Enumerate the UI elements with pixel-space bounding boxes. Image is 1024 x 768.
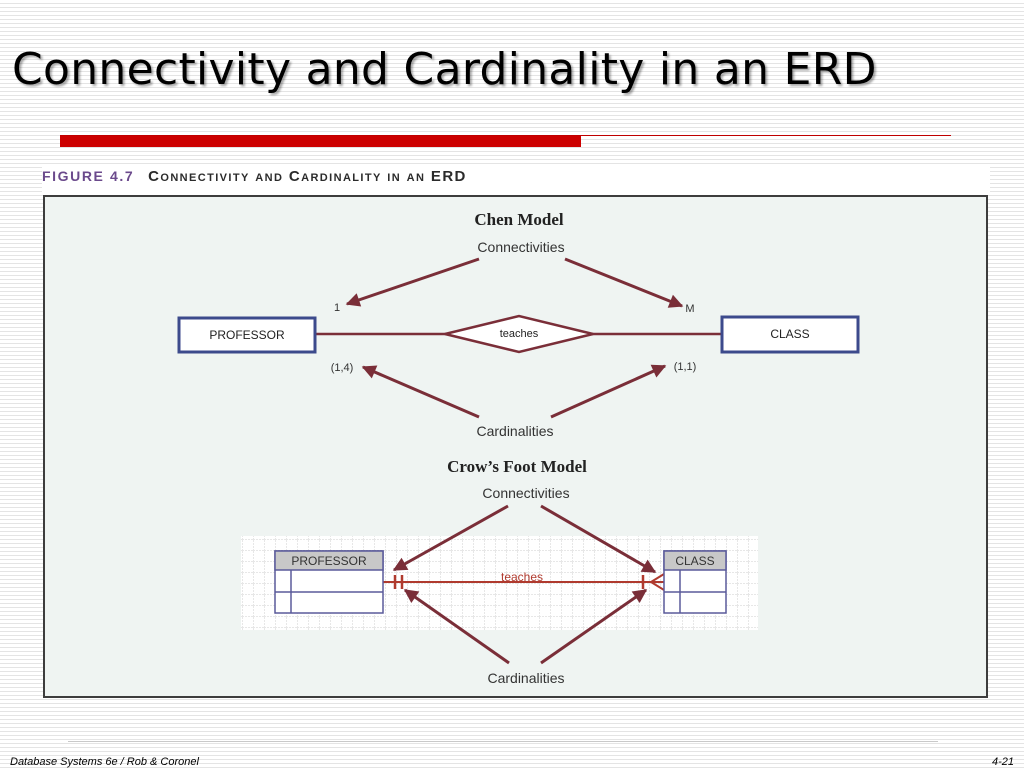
chen-cardinality-arrow-right — [550, 364, 667, 419]
chen-relationship-diamond — [444, 314, 594, 354]
title-rule-line — [60, 135, 951, 136]
chen-connectivity-arrow-right — [564, 257, 684, 308]
crowsfoot-entity-class-label: CLASS — [675, 554, 714, 568]
chen-cardinalities-label: Cardinalities — [476, 423, 553, 439]
chen-relationship-label: teaches — [500, 328, 539, 340]
crowsfoot-connectivity-arrow-right — [540, 504, 657, 574]
footer-source: Database Systems 6e / Rob & Coronel — [10, 756, 199, 768]
crowsfoot-entity-professor-label: PROFESSOR — [291, 554, 367, 568]
figure-caption: FIGURE 4.7 Connectivity and Cardinality … — [42, 166, 990, 193]
slide-number: 4-21 — [991, 756, 1014, 768]
title-rule-bar — [60, 136, 581, 147]
figure-number: FIGURE 4.7 — [42, 168, 135, 184]
chen-entity-professor — [177, 316, 317, 354]
chen-left-connectivity: 1 — [334, 302, 340, 314]
footer-rule — [68, 741, 938, 742]
chen-connectivities-label: Connectivities — [477, 239, 564, 255]
crowsfoot-entity-professor — [274, 550, 384, 614]
chen-right-cardinality: (1,1) — [674, 361, 697, 373]
crowsfoot-cardinality-arrow-right — [540, 588, 648, 665]
chen-cardinality-arrow-left — [361, 365, 480, 419]
crowsfoot-cardinalities-label: Cardinalities — [487, 670, 564, 686]
crowsfoot-connectivities-label: Connectivities — [482, 485, 569, 501]
chen-right-connectivity: M — [685, 303, 694, 315]
chen-left-cardinality: (1,4) — [331, 362, 354, 374]
crowsfoot-cardinality-arrow-left — [403, 588, 510, 665]
crowsfoot-entity-class — [663, 550, 727, 614]
slide-title: Connectivity and Cardinality in an ERD — [12, 44, 877, 95]
crowsfoot-foot-lower — [650, 581, 665, 591]
chen-connectivity-arrow-left — [345, 257, 480, 307]
chen-entity-class-label: CLASS — [770, 327, 809, 341]
chen-heading: Chen Model — [474, 210, 564, 229]
figure-title: Connectivity and Cardinality in an ERD — [148, 168, 467, 185]
chen-entity-professor-label: PROFESSOR — [209, 328, 285, 342]
chen-entity-class — [720, 315, 860, 354]
crowsfoot-connectivity-arrow-left — [392, 504, 509, 572]
crowsfoot-relationship-label: teaches — [501, 570, 543, 584]
crowsfoot-heading: Crow’s Foot Model — [447, 457, 587, 476]
crowsfoot-foot-upper — [650, 573, 665, 583]
